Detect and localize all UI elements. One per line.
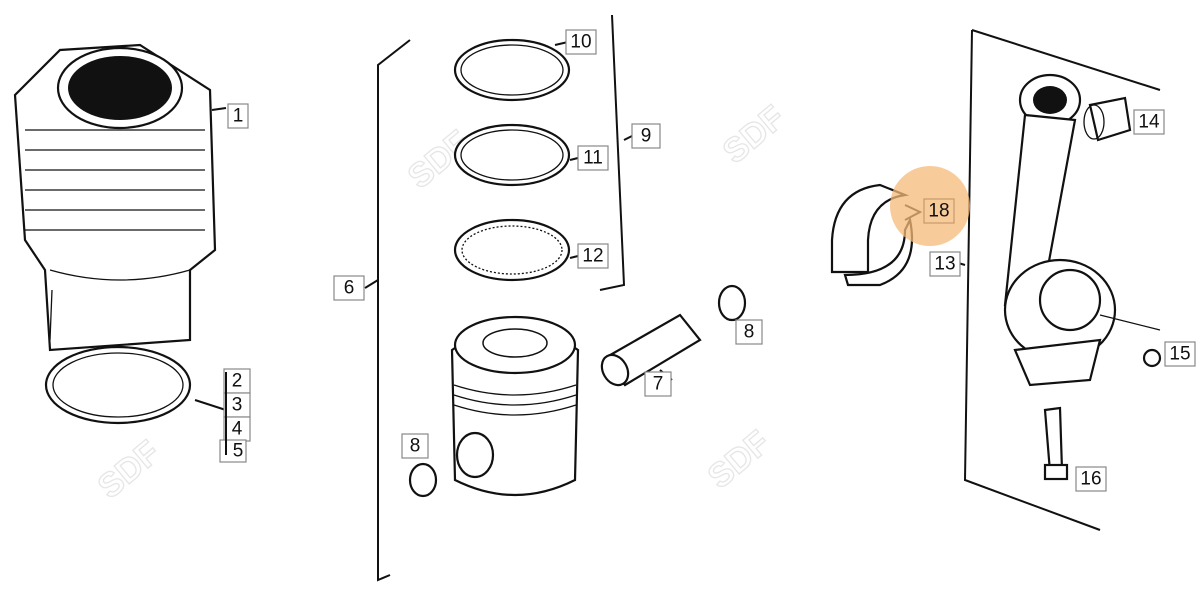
callout-3[interactable]: 3 [223, 392, 251, 418]
connecting-rod-drawing [1003, 73, 1162, 481]
callout-15[interactable]: 15 [1164, 341, 1196, 367]
svg-text:14: 14 [1138, 112, 1160, 133]
piston-drawing [408, 315, 580, 498]
callouts: 1 2 3 4 5 6 7 8 8 9 10 11 12 13 14 15 16… [219, 29, 1196, 492]
callout-6[interactable]: 6 [333, 275, 365, 301]
watermark: SDF [716, 98, 793, 171]
svg-text:9: 9 [641, 126, 652, 147]
piston-rings-drawing [453, 38, 579, 282]
callout-2[interactable]: 2 [223, 368, 251, 394]
callout-8-upper[interactable]: 8 [735, 319, 763, 345]
svg-text:13: 13 [934, 254, 955, 275]
svg-text:8: 8 [744, 322, 755, 343]
callout-13[interactable]: 13 [929, 251, 961, 277]
callout-8-lower[interactable]: 8 [401, 433, 429, 459]
callout-14[interactable]: 14 [1133, 109, 1165, 135]
svg-text:8: 8 [410, 436, 421, 457]
assembly-bracket-6 [377, 39, 411, 582]
callout-1[interactable]: 1 [227, 103, 249, 129]
callout-9[interactable]: 9 [631, 123, 661, 149]
svg-text:16: 16 [1080, 469, 1101, 490]
callout-7[interactable]: 7 [644, 371, 672, 397]
callout-10[interactable]: 10 [565, 29, 597, 55]
svg-text:7: 7 [653, 374, 664, 395]
ring-set-bracket-9 [599, 14, 633, 291]
svg-text:5: 5 [233, 441, 244, 462]
svg-text:11: 11 [583, 148, 603, 169]
callout-12[interactable]: 12 [577, 243, 609, 269]
svg-text:10: 10 [570, 32, 591, 53]
svg-text:6: 6 [344, 278, 355, 299]
svg-text:2: 2 [232, 371, 243, 392]
callout-highlight [890, 166, 970, 246]
piston-pin-drawing [600, 284, 747, 387]
svg-text:12: 12 [582, 246, 603, 267]
callout-11[interactable]: 11 [577, 145, 609, 171]
watermark: SDF [701, 423, 778, 496]
callout-5[interactable]: 5 [219, 439, 247, 463]
svg-text:1: 1 [233, 106, 244, 127]
svg-text:4: 4 [232, 419, 243, 440]
cylinder-liner-drawing [13, 43, 233, 425]
callout-4[interactable]: 4 [223, 416, 251, 442]
svg-text:18: 18 [928, 201, 949, 222]
callout-16[interactable]: 16 [1075, 466, 1107, 492]
callout-18-highlighted[interactable]: 18 [923, 198, 955, 224]
svg-text:15: 15 [1169, 344, 1190, 365]
watermark: SDF [91, 433, 168, 506]
svg-text:3: 3 [232, 395, 243, 416]
